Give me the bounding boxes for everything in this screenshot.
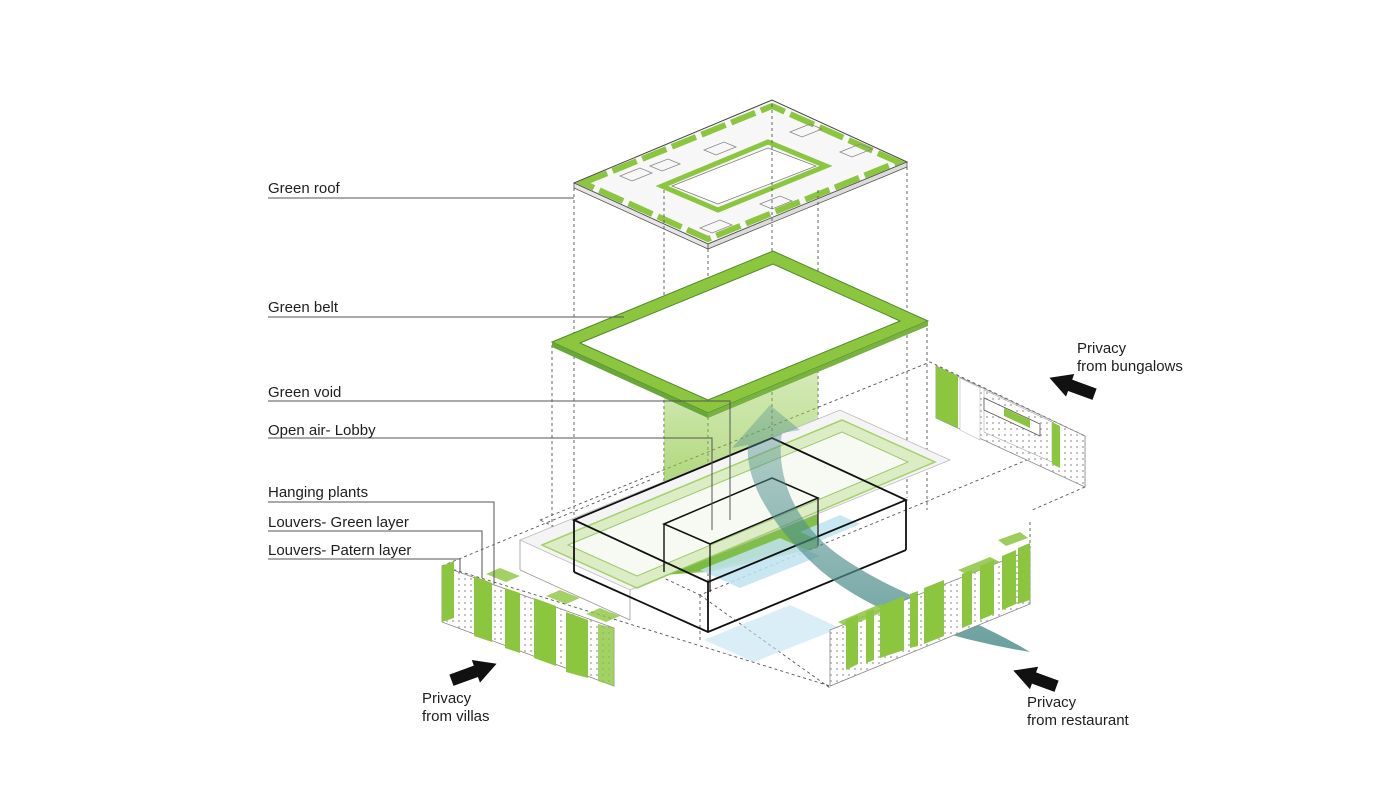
privacy-arrow-bungalows xyxy=(1049,374,1097,400)
label-green-belt: Green belt xyxy=(268,299,339,316)
louver-wall-villas xyxy=(441,561,620,687)
privacy-restaurant-line1: Privacy xyxy=(1027,694,1077,711)
privacy-villas-line1: Privacy xyxy=(422,690,472,707)
louver-wall-bungalows xyxy=(935,365,1086,488)
privacy-villas-line2: from villas xyxy=(422,708,490,725)
label-louvers-green-layer: Louvers- Green layer xyxy=(268,514,409,531)
green-belt xyxy=(550,250,930,418)
label-hanging-plants: Hanging plants xyxy=(268,484,368,501)
label-green-roof: Green roof xyxy=(268,180,341,197)
label-open-air-lobby: Open air- Lobby xyxy=(268,422,376,439)
louver-wall-restaurant xyxy=(829,532,1031,687)
label-green-void: Green void xyxy=(268,384,341,401)
airflow-arrow xyxy=(732,405,1030,652)
privacy-restaurant-line2: from restaurant xyxy=(1027,712,1130,729)
leader-lines xyxy=(268,197,731,584)
privacy-arrow-villas xyxy=(449,660,497,686)
label-louvers-pattern-layer: Louvers- Patern layer xyxy=(268,542,411,559)
privacy-arrow-restaurant xyxy=(1013,666,1059,692)
green-roof xyxy=(572,99,909,250)
privacy-bungalows-line1: Privacy xyxy=(1077,340,1127,357)
privacy-bungalows-line2: from bungalows xyxy=(1077,358,1183,375)
